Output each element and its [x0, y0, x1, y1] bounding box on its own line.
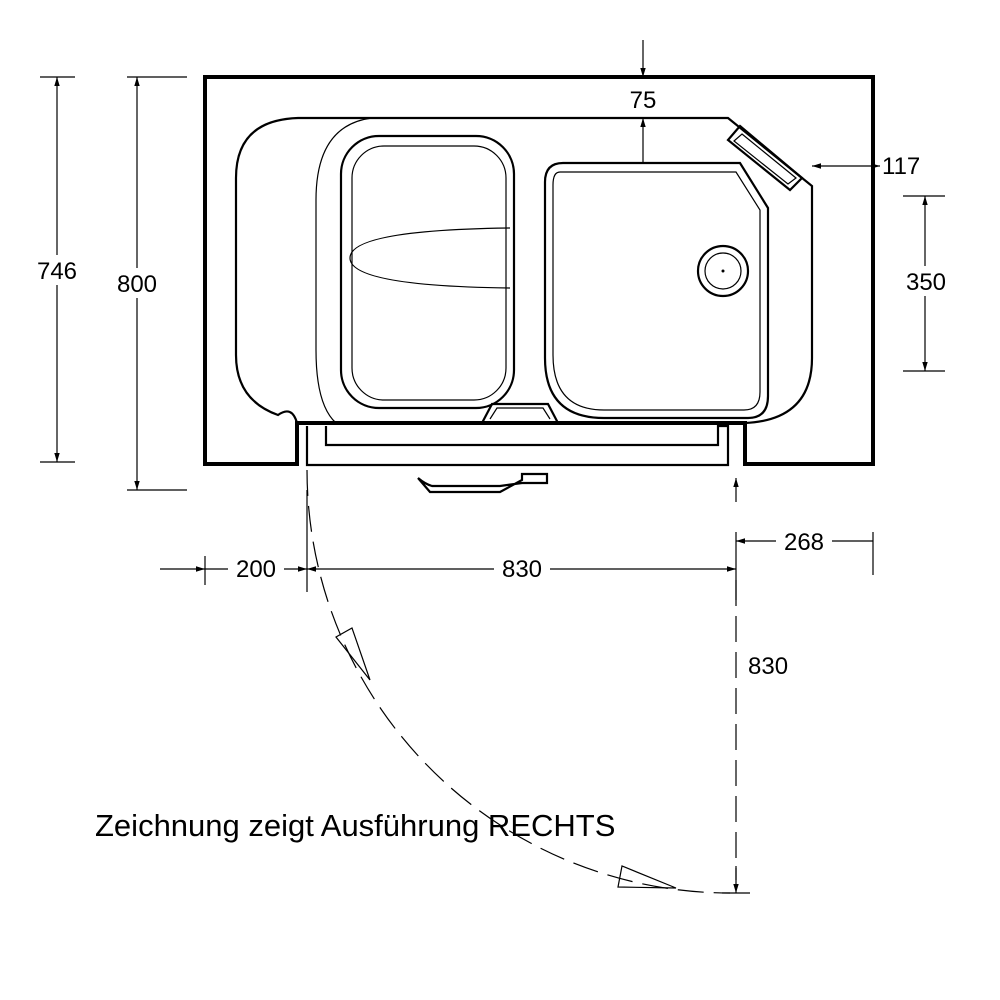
dimension-200-label: 200 — [236, 556, 276, 583]
corner-handle-inner — [733, 133, 797, 185]
drawing-caption: Zeichnung zeigt Ausführung RECHTS — [95, 808, 615, 843]
door-latch — [481, 402, 559, 424]
corner-handle — [726, 124, 804, 192]
door-handle — [417, 472, 549, 494]
seat-contour — [349, 227, 511, 289]
dimension-268: 268 — [735, 526, 874, 600]
dimension-800-label: 800 — [117, 271, 157, 298]
footwell-inner-line — [552, 171, 761, 411]
seat-outline — [339, 134, 516, 410]
tub-outer-frame — [203, 75, 875, 466]
drain-inner-ring — [704, 252, 742, 290]
dimension-830-vertical-label: 830 — [748, 653, 788, 680]
dimension-268-label: 268 — [784, 529, 824, 556]
swing-arrow-lower — [617, 865, 677, 889]
dimension-117-label: 117 — [882, 153, 920, 180]
dimension-200-830: 200 830 — [160, 490, 736, 592]
dimension-746: 746 — [26, 76, 84, 463]
dimension-800: 800 — [108, 76, 187, 491]
dimension-75-label: 75 — [630, 87, 657, 114]
door-swing-arc — [306, 469, 731, 894]
dimension-75: 75 — [630, 40, 657, 163]
dimension-350: 350 — [898, 195, 954, 372]
dimension-746-label: 746 — [37, 258, 77, 285]
footwell-outline — [543, 161, 770, 420]
swing-arrow-upper — [335, 627, 371, 681]
dimension-830-horizontal-label: 830 — [502, 556, 542, 583]
drain-center — [721, 269, 725, 273]
door-latch-inner — [489, 407, 551, 420]
dimension-117: 117 — [812, 153, 920, 180]
tub-basin-outline — [234, 116, 814, 425]
drain-outer-ring — [696, 244, 750, 298]
seat-inner-line — [351, 145, 507, 401]
dimension-350-label: 350 — [906, 269, 946, 296]
dimension-830-vertical: 830 — [722, 580, 788, 894]
tub-basin-inner-line — [315, 117, 373, 424]
